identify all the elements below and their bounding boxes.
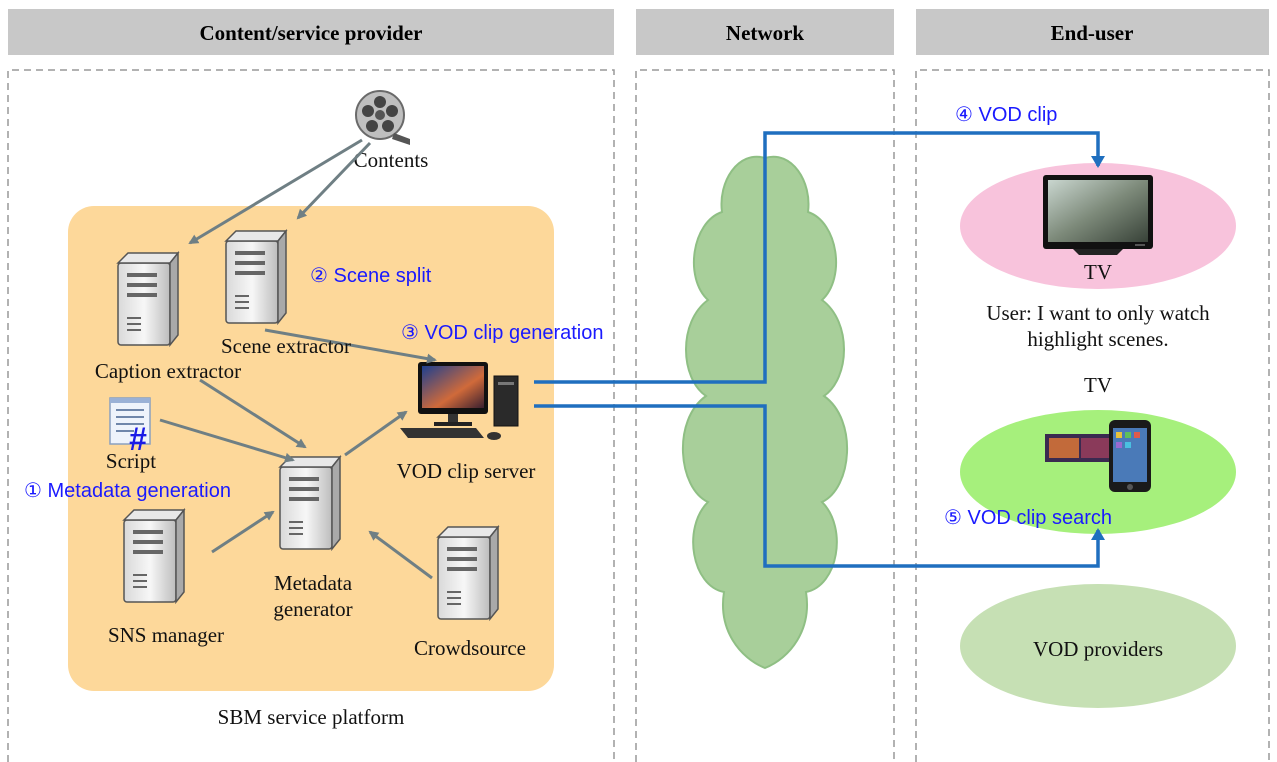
- film-reel-icon: [355, 90, 410, 145]
- scene-extractor-label: Scene extractor: [221, 334, 351, 358]
- user-quote-line-2: highlight scenes.: [1027, 327, 1168, 351]
- vod-clip-server-pc-icon: [400, 362, 519, 440]
- vod-clip-search-flow-line: [534, 404, 1105, 568]
- tv-icon: [1043, 175, 1153, 255]
- step-metadata-generation: ① Metadata generation: [24, 480, 231, 502]
- metadata-generator-label-1: Metadata: [274, 571, 353, 595]
- sbm-platform-box: [68, 206, 554, 691]
- step-vod-clip-search: ⑤ VOD clip search: [944, 507, 1112, 529]
- header-end-user-bar: [916, 9, 1269, 55]
- step-vod-clip: ④ VOD clip: [955, 104, 1057, 126]
- header-end-user: End-user: [1051, 21, 1134, 45]
- tv-label-top: TV: [1084, 260, 1112, 284]
- scene-extractor-server-icon: [225, 230, 287, 324]
- crowdsource-server-icon: [437, 526, 499, 620]
- vod-clip-server-label: VOD clip server: [397, 459, 536, 483]
- user-quote-line-1: User: I want to only watch: [986, 301, 1210, 325]
- smartphone-icon: [1045, 420, 1151, 492]
- metadata-generator-server-icon: [279, 456, 341, 550]
- tv-label-bottom: TV: [1084, 373, 1112, 397]
- vod-providers-label: VOD providers: [1033, 637, 1163, 661]
- caption-extractor-label: Caption extractor: [95, 359, 241, 383]
- header-network-bar: [636, 9, 894, 55]
- sbm-platform-label: SBM service platform: [218, 705, 405, 729]
- script-label: Script: [106, 449, 156, 473]
- script-document-icon: #: [109, 397, 151, 457]
- metadata-generator-label-2: generator: [273, 597, 352, 621]
- vod-providers-ellipse: [960, 584, 1236, 708]
- caption-extractor-server-icon: [117, 252, 179, 346]
- step-scene-split: ② Scene split: [310, 265, 432, 287]
- header-network: Network: [726, 21, 804, 45]
- smartphone-ellipse: [960, 410, 1236, 534]
- sns-manager-server-icon: [123, 509, 185, 603]
- header-provider: Content/service provider: [200, 21, 423, 45]
- column-frames: [7, 69, 1270, 762]
- provider-flow-arrows: [159, 138, 437, 580]
- crowdsource-label: Crowdsource: [414, 636, 526, 660]
- header-provider-bar: [8, 9, 614, 55]
- step-vod-clip-generation: ③ VOD clip generation: [401, 322, 603, 344]
- contents-label: Contents: [354, 148, 429, 172]
- sns-manager-label: SNS manager: [108, 623, 224, 647]
- script-hash-symbol: #: [129, 421, 147, 457]
- vod-clip-flow-line: [534, 131, 1105, 384]
- column-headers: Content/service provider Network End-use…: [8, 9, 1269, 55]
